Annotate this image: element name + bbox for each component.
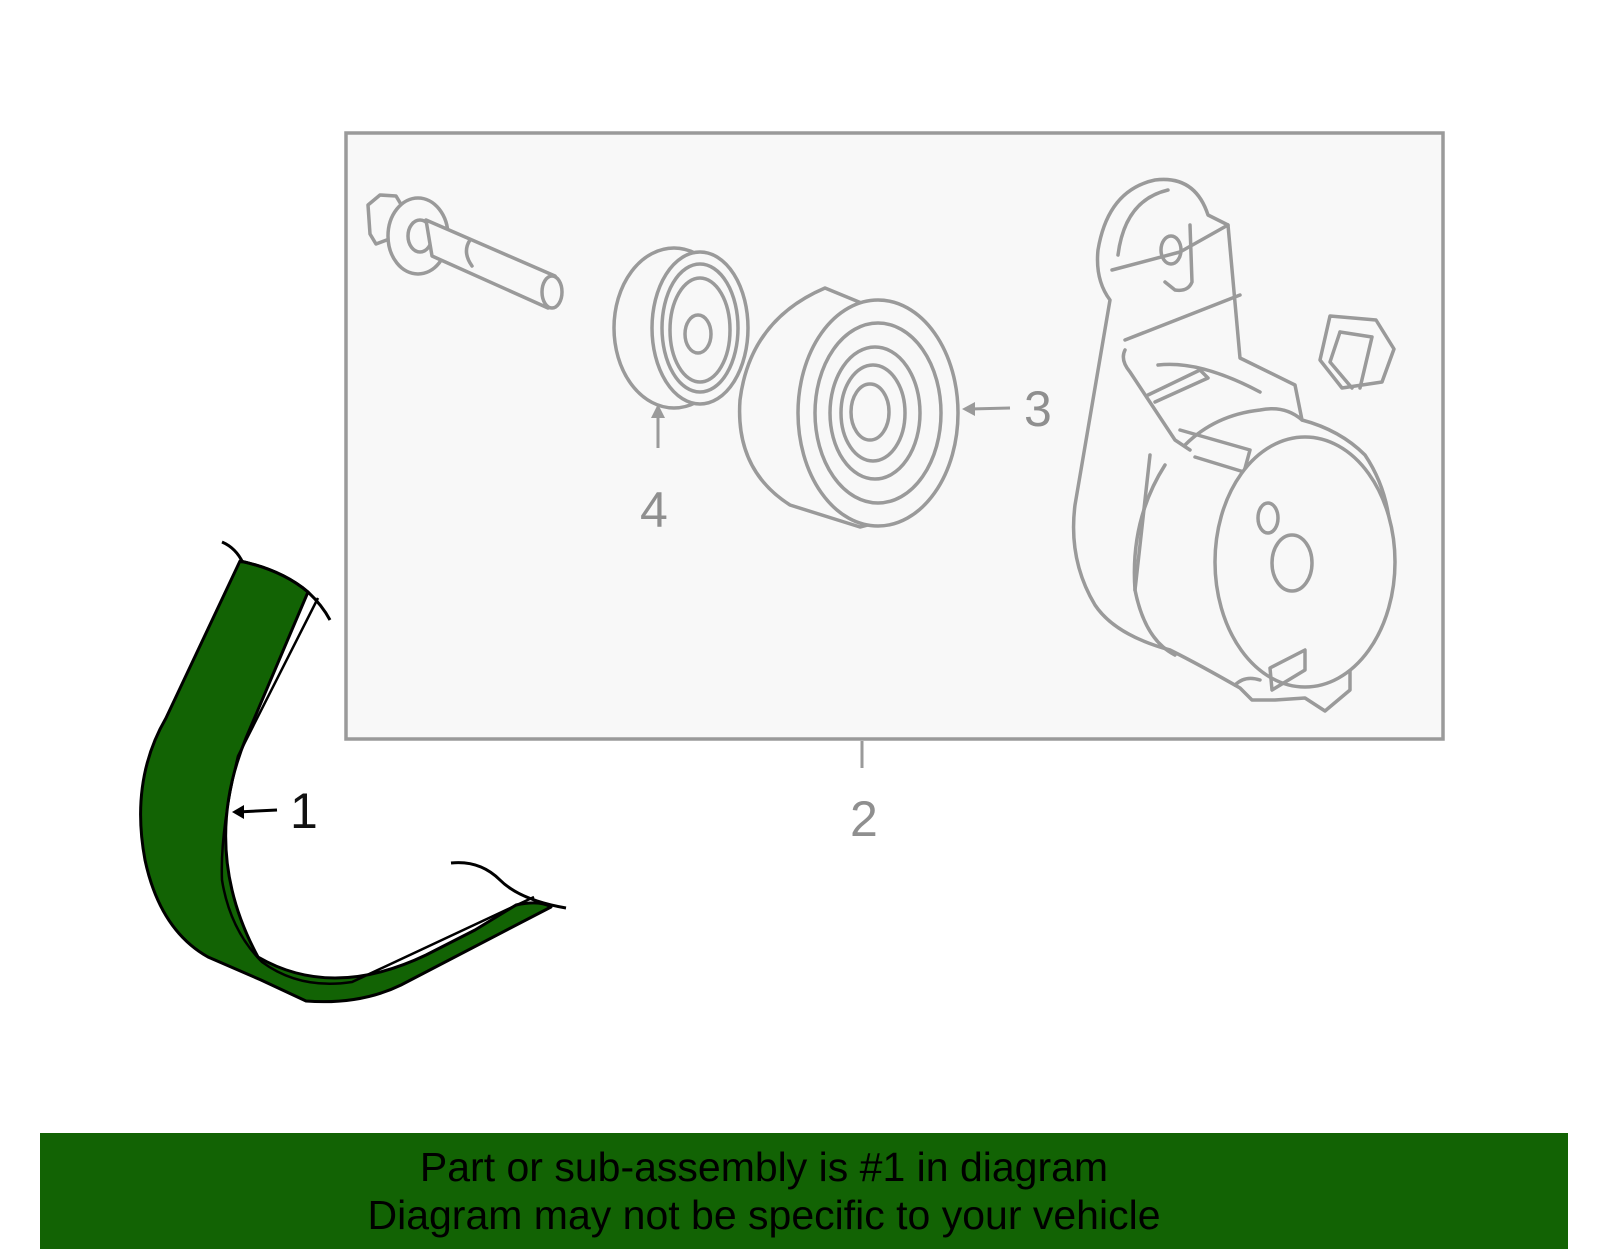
belt-end-bottom xyxy=(450,861,567,910)
callout-4: 4 xyxy=(640,482,668,538)
idler-pulley-part xyxy=(737,286,960,529)
info-banner: Part or sub-assembly is #1 in diagram Di… xyxy=(40,1133,1568,1249)
tensioner-part xyxy=(1071,177,1397,713)
banner-line-1: Part or sub-assembly is #1 in diagram xyxy=(419,1144,1109,1190)
serpentine-belt-part xyxy=(139,540,567,1004)
small-pulley-part xyxy=(612,246,750,410)
bolt-part xyxy=(366,193,564,310)
callout-3: 3 xyxy=(1024,381,1052,437)
belt-end-top xyxy=(221,540,332,621)
leader-lines xyxy=(232,402,1011,819)
banner-line-2: Diagram may not be specific to your vehi… xyxy=(367,1192,1161,1238)
callout-2: 2 xyxy=(850,791,878,847)
belt-rib-line xyxy=(220,597,535,986)
callout-1: 1 xyxy=(290,783,318,839)
nut-part xyxy=(1318,314,1396,390)
